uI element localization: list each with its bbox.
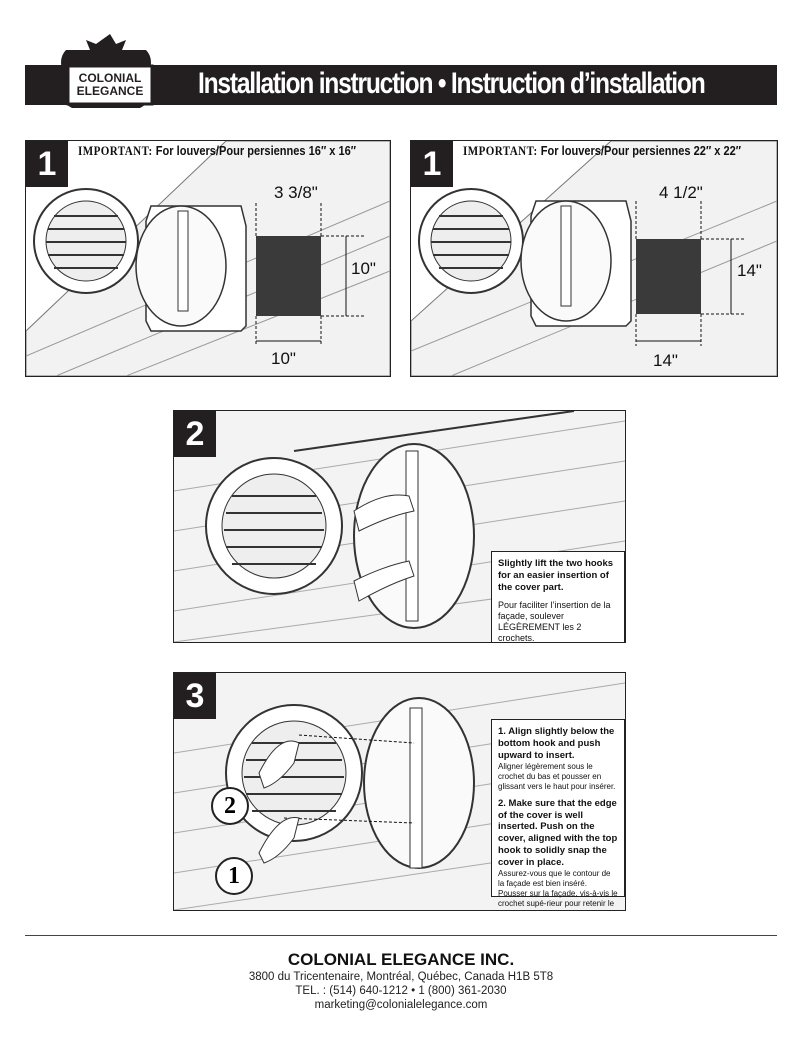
- dimension-width: 10": [271, 349, 296, 368]
- louver-size-text: For louvers/Pour persiennes 16″ x 16″: [155, 143, 357, 158]
- note-english: Slightly lift the two hooks for an easie…: [498, 558, 614, 593]
- dimension-offset: 4 1/2": [659, 183, 703, 202]
- marker-1: 1: [228, 863, 240, 889]
- footer-divider: [25, 935, 777, 936]
- footer-address: 3800 du Tricentenaire, Montréal, Québec,…: [248, 971, 554, 983]
- logo-line-1: COLONIAL: [78, 71, 142, 85]
- brand-logo: COLONIAL ELEGANCE: [58, 32, 162, 110]
- step-number: 1: [26, 141, 68, 187]
- step2-note: Slightly lift the two hooks for an easie…: [491, 551, 625, 643]
- item2-french: Assurez-vous que le contour de la façade…: [498, 868, 618, 910]
- step1-panel-22in: 1 IMPORTANT: For louvers/Pour persiennes…: [410, 140, 778, 377]
- important-label: IMPORTANT:: [463, 143, 538, 158]
- step-number: 3: [174, 673, 216, 719]
- important-label: IMPORTANT:: [78, 143, 153, 158]
- logo-line-2: ELEGANCE: [76, 84, 144, 98]
- footer-phone: TEL. : (514) 640-1212 • 1 (800) 361-2030: [295, 985, 507, 997]
- dimension-width: 14": [653, 351, 678, 370]
- item1-english: 1. Align slightly below the bottom hook …: [498, 726, 615, 761]
- footer-company: COLONIAL ELEGANCE INC.: [287, 950, 515, 969]
- step-number: 2: [174, 411, 216, 457]
- step1-panel-16in: 1 IMPORTANT: For louvers/Pour persiennes…: [25, 140, 391, 377]
- dimension-offset: 3 3/8": [274, 183, 318, 202]
- step2-panel: 2 Slightly lift the two hooks for an eas…: [173, 410, 626, 643]
- louver-size-text: For louvers/Pour persiennes 22″ x 22″: [540, 143, 742, 158]
- footer-email[interactable]: marketing@colonialelegance.com: [314, 999, 488, 1011]
- step-number: 1: [411, 141, 453, 187]
- step3-note: 1. Align slightly below the bottom hook …: [491, 719, 625, 910]
- item2-english: 2. Make sure that the edge of the cover …: [498, 797, 618, 868]
- marker-2: 2: [224, 793, 236, 819]
- dimension-height: 14": [737, 261, 762, 280]
- item1-french: Aligner légèrement sous le crochet du ba…: [498, 761, 616, 791]
- page-title: Installation instruction • Instruction d…: [198, 67, 706, 100]
- note-french: Pour faciliter l’insertion de la façade,…: [498, 599, 611, 643]
- dimension-height: 10": [351, 259, 376, 278]
- step3-panel: 3 2 1 1. Align slightly below the bottom…: [173, 672, 626, 911]
